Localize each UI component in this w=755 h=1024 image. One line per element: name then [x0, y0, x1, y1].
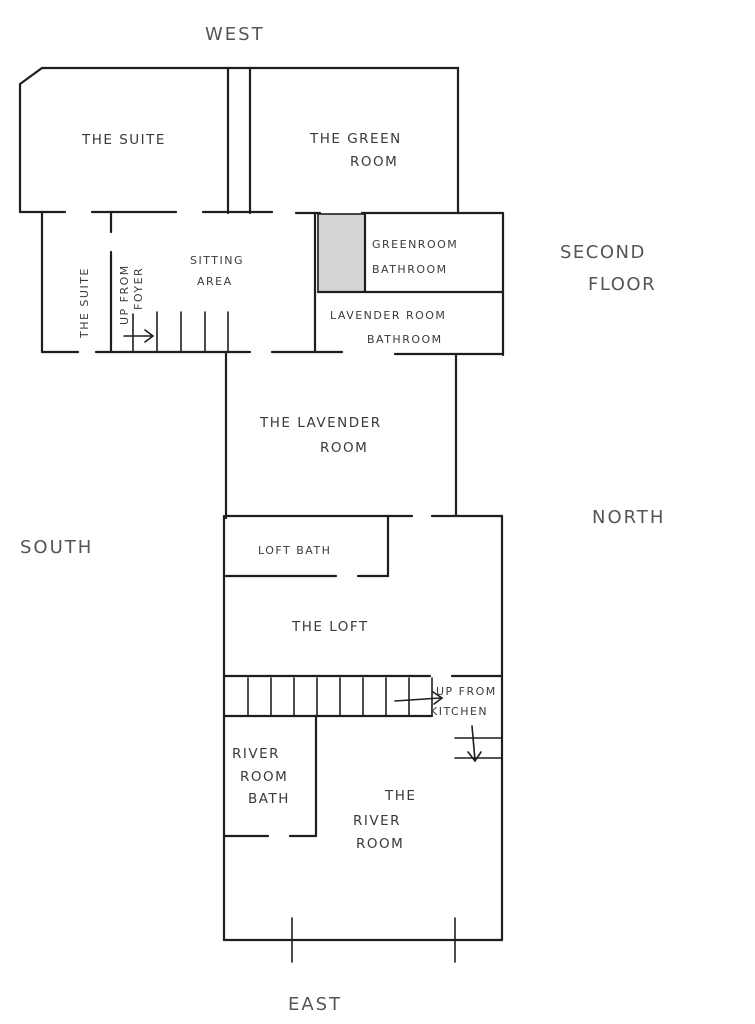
label-lavender-room-line1: THE LAVENDER	[259, 415, 382, 431]
foyer-stair-arrow	[123, 329, 155, 343]
label-greenroom-bath-line2: BATHROOM	[372, 263, 448, 276]
label-the-loft: THE LOFT	[291, 619, 369, 635]
label-the-suite-side: THE SUITE	[78, 267, 91, 339]
foyer-stairs	[132, 311, 229, 353]
closet-shaded	[317, 213, 366, 293]
label-lavender-room-line2: ROOM	[320, 440, 368, 456]
compass-west: WEST	[205, 24, 265, 45]
compass-north: NORTH	[592, 507, 665, 528]
label-foyer-line2: FOYER	[132, 267, 145, 310]
label-river-bath-line2: ROOM	[240, 769, 288, 785]
label-river-room-line1: THE	[384, 788, 416, 804]
label-green-room-line1: THE GREEN	[309, 131, 402, 147]
label-greenroom-bath-line1: GREENROOM	[372, 238, 458, 251]
compass-south: SOUTH	[20, 537, 93, 558]
label-loft-bath: LOFT BATH	[258, 544, 331, 557]
label-lavender-bath-line1: LAVENDER ROOM	[330, 309, 446, 322]
bathroom-walls	[316, 212, 505, 294]
down-arrow	[467, 725, 482, 763]
label-river-bath-line1: RIVER	[232, 746, 280, 762]
label-lavender-bath-line2: BATHROOM	[367, 333, 443, 346]
label-river-room-line3: ROOM	[356, 836, 404, 852]
label-the-suite-main: THE SUITE	[81, 132, 166, 148]
middle-upper-walls	[40, 210, 505, 357]
kitchen-stairs	[247, 677, 433, 717]
label-kitchen-line2: KITCHEN	[430, 705, 488, 718]
label-sitting-area-line2: AREA	[197, 275, 233, 288]
label-sitting-area-line1: SITTING	[190, 254, 244, 267]
label-kitchen-line1: UP FROM	[436, 685, 497, 698]
top-block-walls	[18, 66, 460, 215]
floor-label-line1: SECOND	[560, 242, 646, 263]
label-river-room-line2: RIVER	[353, 813, 401, 829]
lavender-room-walls	[224, 350, 458, 520]
compass-east: EAST	[288, 994, 342, 1015]
floor-label-line2: FLOOR	[588, 274, 656, 295]
lower-block-walls	[222, 514, 504, 963]
kitchen-stair-arrow	[394, 691, 444, 705]
label-foyer-line1: UP FROM	[118, 264, 131, 325]
label-green-room-line2: ROOM	[350, 154, 398, 170]
label-river-bath-line3: BATH	[248, 791, 290, 807]
